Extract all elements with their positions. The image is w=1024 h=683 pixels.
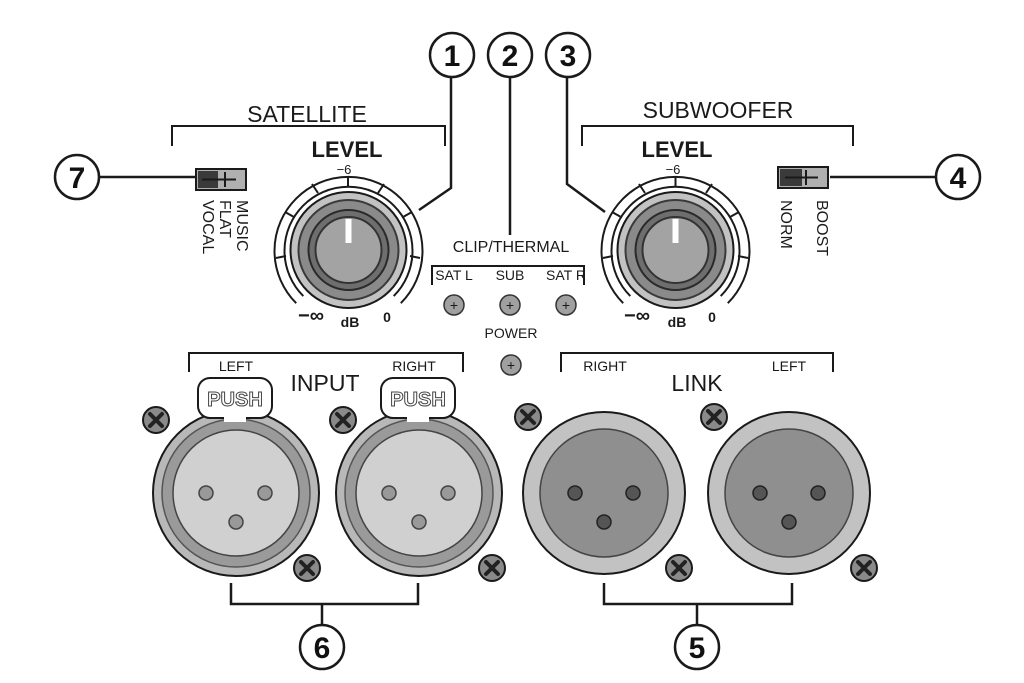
- link-bracket: [560, 352, 834, 372]
- subwoofer-scale-min: −∞: [624, 305, 650, 327]
- screw-icon: [850, 554, 878, 582]
- callout-4: 4: [934, 153, 982, 201]
- eq-option-flat: FLAT: [216, 200, 233, 238]
- screw-icon: [293, 554, 321, 582]
- svg-text:+: +: [506, 297, 514, 313]
- screw-icon: [329, 406, 357, 434]
- push-latch-right[interactable]: PUSH: [380, 377, 456, 422]
- callout-1: 1: [428, 31, 476, 79]
- led-label-sat-r: SAT R: [546, 267, 586, 283]
- screw-icon: [478, 554, 506, 582]
- push-latch-left[interactable]: PUSH: [197, 377, 273, 422]
- link-label: LINK: [671, 370, 723, 396]
- svg-text:6: 6: [314, 632, 331, 665]
- screw-icon: [665, 554, 693, 582]
- subwoofer-scale-unit: dB: [668, 314, 687, 330]
- subwoofer-scale-top: −6: [666, 162, 681, 177]
- satellite-scale-unit: dB: [341, 314, 360, 330]
- eq-option-vocal: VOCAL: [199, 200, 216, 254]
- callout-3: 3: [544, 31, 592, 79]
- callout-2: 2: [486, 31, 534, 79]
- link-left-label: LEFT: [772, 358, 807, 374]
- led-sub: +: [499, 294, 521, 316]
- svg-text:3: 3: [560, 40, 577, 73]
- xlr-input-left[interactable]: [152, 409, 320, 577]
- led-label-sat-l: SAT L: [435, 267, 473, 283]
- satellite-scale-top: −6: [337, 162, 352, 177]
- satellite-section-label: SATELLITE: [247, 101, 367, 127]
- push-label-left: PUSH: [207, 389, 263, 411]
- clip-thermal-label: CLIP/THERMAL: [453, 239, 570, 256]
- subwoofer-boost-switch[interactable]: [777, 166, 829, 189]
- led-sat-r: +: [555, 294, 577, 316]
- svg-text:1: 1: [444, 40, 461, 73]
- xlr-link-left[interactable]: [707, 411, 871, 575]
- xlr-link-right[interactable]: [522, 411, 686, 575]
- satellite-bracket: [171, 125, 446, 146]
- led-label-sub: SUB: [496, 267, 525, 283]
- screw-icon: [142, 406, 170, 434]
- subwoofer-knob-pointer: [672, 219, 679, 243]
- led-sat-l: +: [443, 294, 465, 316]
- subwoofer-bracket: [581, 125, 854, 146]
- satellite-scale-max: 0: [383, 309, 391, 325]
- satellite-eq-switch[interactable]: [195, 168, 247, 191]
- satellite-knob-pointer: [345, 219, 352, 243]
- indicators-bracket: [431, 265, 585, 285]
- svg-text:5: 5: [689, 632, 706, 665]
- svg-text:2: 2: [502, 40, 519, 73]
- subwoofer-section-label: SUBWOOFER: [643, 97, 794, 123]
- svg-text:+: +: [562, 297, 570, 313]
- input-bracket: [188, 352, 464, 372]
- power-label: POWER: [485, 325, 538, 341]
- screw-icon: [514, 403, 542, 431]
- svg-text:+: +: [507, 357, 515, 373]
- leader-3: [565, 78, 606, 214]
- svg-text:7: 7: [69, 162, 86, 195]
- input-right-label: RIGHT: [392, 358, 436, 374]
- leader-6: [229, 583, 420, 624]
- screw-icon: [700, 403, 728, 431]
- input-left-label: LEFT: [219, 358, 254, 374]
- callout-5: 5: [673, 623, 721, 671]
- eq-option-music: MUSIC: [233, 200, 250, 252]
- leader-5: [602, 583, 794, 624]
- satellite-level-knob[interactable]: [273, 175, 424, 309]
- callout-7: 7: [53, 153, 101, 201]
- push-label-right: PUSH: [390, 389, 446, 411]
- subwoofer-scale-max: 0: [708, 309, 716, 325]
- subwoofer-level-label: LEVEL: [642, 137, 713, 162]
- callout-6: 6: [298, 623, 346, 671]
- svg-text:+: +: [450, 297, 458, 313]
- input-label: INPUT: [291, 370, 360, 396]
- satellite-eq-options: MUSIC FLAT VOCAL: [199, 200, 250, 254]
- boost-option-norm: NORM: [777, 200, 794, 249]
- leader-1: [418, 78, 453, 212]
- boost-option-boost: BOOST: [813, 200, 830, 256]
- xlr-input-right[interactable]: [335, 409, 503, 577]
- subwoofer-boost-options: BOOST NORM: [777, 200, 830, 256]
- svg-text:4: 4: [950, 162, 967, 195]
- led-power: +: [500, 354, 522, 376]
- satellite-level-label: LEVEL: [312, 137, 383, 162]
- link-right-label: RIGHT: [583, 358, 627, 374]
- subwoofer-level-knob[interactable]: [600, 175, 751, 309]
- satellite-scale-min: −∞: [298, 305, 324, 327]
